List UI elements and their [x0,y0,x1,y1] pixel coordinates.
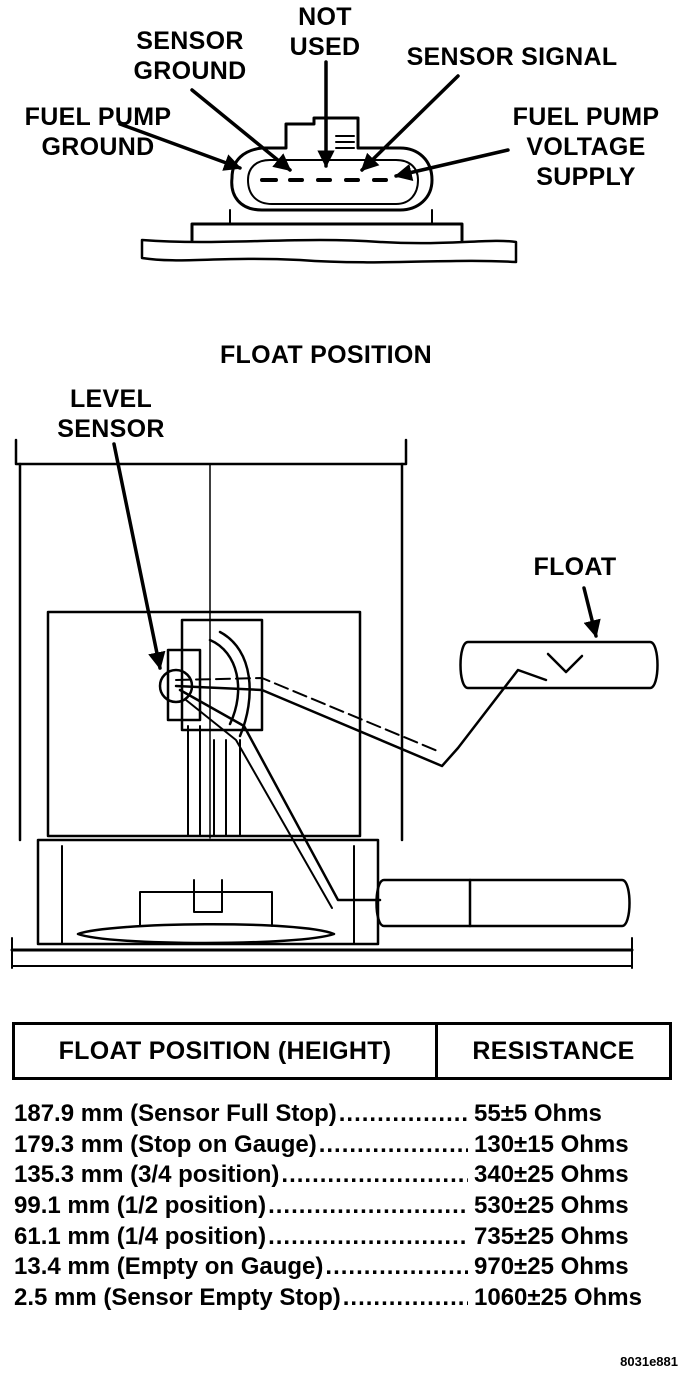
float-upper-position [459,640,659,690]
electrical-connector [140,116,518,264]
row-leader-dots [268,1192,468,1220]
row-leader-dots [343,1284,468,1312]
row-leader-dots [319,1131,468,1159]
header-resistance: RESISTANCE [472,1036,635,1065]
row-position: 99.1 mm (1/2 position) [14,1192,267,1220]
row-resistance: 340±25 Ohms [474,1161,629,1189]
fuel-sender-line-art [10,60,659,969]
row-resistance: 130±15 Ohms [474,1130,629,1158]
row-position: 135.3 mm (3/4 position) [14,1161,280,1189]
connector-leader-arrows [118,60,510,181]
row-resistance: 735±25 Ohms [474,1222,629,1250]
row-resistance: 55±5 Ohms [474,1100,602,1127]
row-leader-dots [325,1253,468,1281]
row-resistance: 970±25 Ohms [474,1253,629,1281]
row-position: 61.1 mm (1/4 position) [14,1222,267,1250]
row-position: 2.5 mm (Sensor Empty Stop) [14,1284,341,1312]
row-leader-dots [281,1161,468,1189]
table-row: 2.5 mm (Sensor Empty Stop) 1060±25 Ohms [14,1284,674,1315]
label-fuel-pump-voltage-supply: FUEL PUMP VOLTAGE SUPPLY [512,103,660,191]
figure-id: 8031e881 [620,1354,678,1369]
label-float: FLOAT [533,553,617,581]
table-row: 99.1 mm (1/2 position) 530±25 Ohms [14,1192,674,1223]
float-leader-arrow [582,586,601,638]
label-sensor-signal: SENSOR SIGNAL [406,43,618,71]
level-sensor-assembly [158,618,548,909]
table-row: 135.3 mm (3/4 position) 340±25 Ohms [14,1161,674,1192]
row-position: 179.3 mm (Stop on Gauge) [14,1130,317,1158]
fuel-module-outline [10,438,634,969]
table-row: 187.9 mm (Sensor Full Stop) 55±5 Ohms [14,1100,674,1131]
table-row: 179.3 mm (Stop on Gauge) 130±15 Ohms [14,1131,674,1162]
header-float-position: FLOAT POSITION (HEIGHT) [15,1025,438,1077]
row-resistance: 530±25 Ohms [474,1192,629,1220]
label-level-sensor: LEVEL SENSOR [57,385,165,443]
table-row: 61.1 mm (1/4 position) 735±25 Ohms [14,1223,674,1254]
label-sensor-ground: SENSOR GROUND [133,27,247,85]
row-leader-dots [339,1100,468,1128]
row-leader-dots [268,1223,468,1251]
float-position-title: FLOAT POSITION [219,341,433,369]
table-row: 13.4 mm (Empty on Gauge) 970±25 Ohms [14,1253,674,1284]
row-position: 13.4 mm (Empty on Gauge) [14,1253,324,1281]
label-fuel-pump-ground: FUEL PUMP GROUND [24,103,172,161]
resistance-table-rows: 187.9 mm (Sensor Full Stop) 55±5 Ohms 17… [14,1100,674,1315]
row-position: 187.9 mm (Sensor Full Stop) [14,1100,337,1127]
level-sensor-leader-arrow [112,442,166,670]
label-not-used: NOT USED [289,3,361,61]
row-resistance: 1060±25 Ohms [474,1284,642,1312]
resistance-table-header: FLOAT POSITION (HEIGHT) RESISTANCE [12,1022,672,1080]
float-lower-position [375,878,631,928]
